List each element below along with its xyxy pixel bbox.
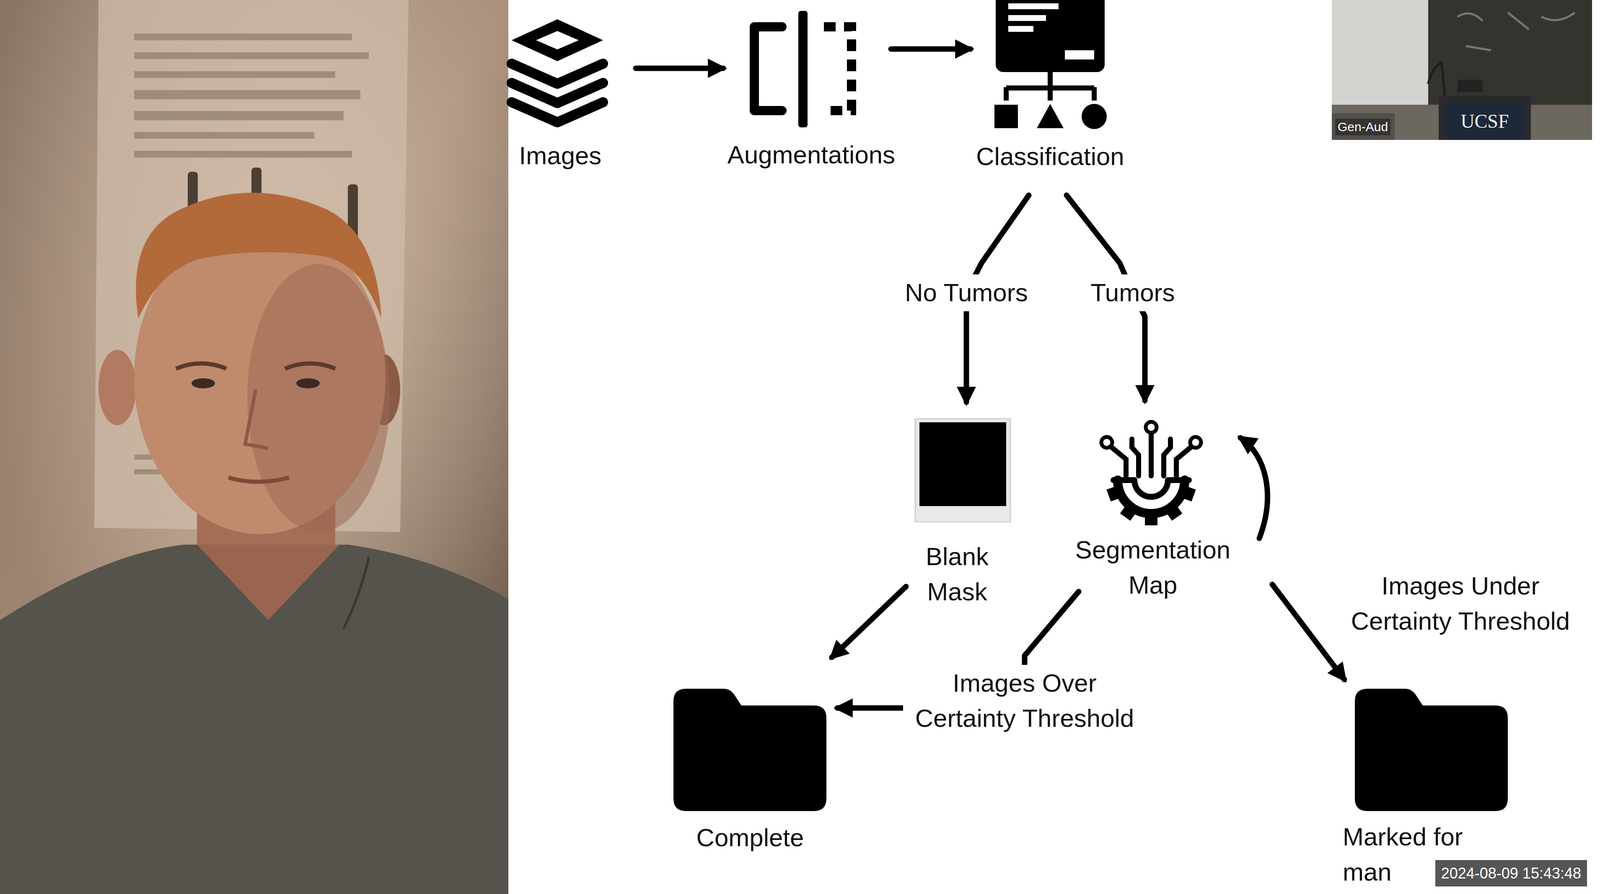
podium-logo: UCSF (1460, 109, 1509, 133)
augment-icon (719, 10, 904, 129)
branch-label: No Tumors (900, 274, 1032, 312)
augmentations-step: Augmentations (719, 10, 904, 173)
participant-name: Gen-Aud (1335, 118, 1391, 136)
feedback-arrow (1240, 437, 1268, 539)
folder-icon (1341, 688, 1518, 812)
step-label: Blank Mask (906, 539, 1008, 610)
classifier-icon (945, 0, 1155, 139)
mask-icon (894, 418, 1021, 523)
branch-label: Tumors (1086, 274, 1179, 312)
blank-mask: Blank Mask (894, 418, 1021, 610)
images-step: Images (493, 16, 628, 174)
classification-step: Classification (945, 0, 1155, 175)
segmentation-map: Segmentation Map (1069, 413, 1237, 604)
flow-arrow (635, 65, 724, 72)
complete-folder: Complete (666, 688, 834, 856)
gear-icon (1069, 413, 1237, 529)
step-label: Augmentations (719, 137, 904, 173)
folder-icon (666, 688, 834, 812)
flow-arrow (1272, 584, 1345, 680)
branch-label: Images Over Certainty Threshold (903, 665, 1147, 738)
speaker-photo (0, 0, 509, 894)
review-folder: Marked for man (1341, 688, 1518, 891)
branch-label: Images Under Certainty Threshold (1338, 567, 1582, 640)
step-label: Images (493, 138, 628, 174)
flow-arrow (890, 46, 971, 52)
step-label: Segmentation Map (1069, 532, 1237, 604)
step-label: Classification (945, 139, 1155, 175)
timestamp: 2024-08-09 15:43:48 (1435, 860, 1588, 887)
flow-arrow (831, 586, 907, 658)
stack-icon (493, 16, 628, 130)
step-label: Complete (666, 820, 834, 856)
